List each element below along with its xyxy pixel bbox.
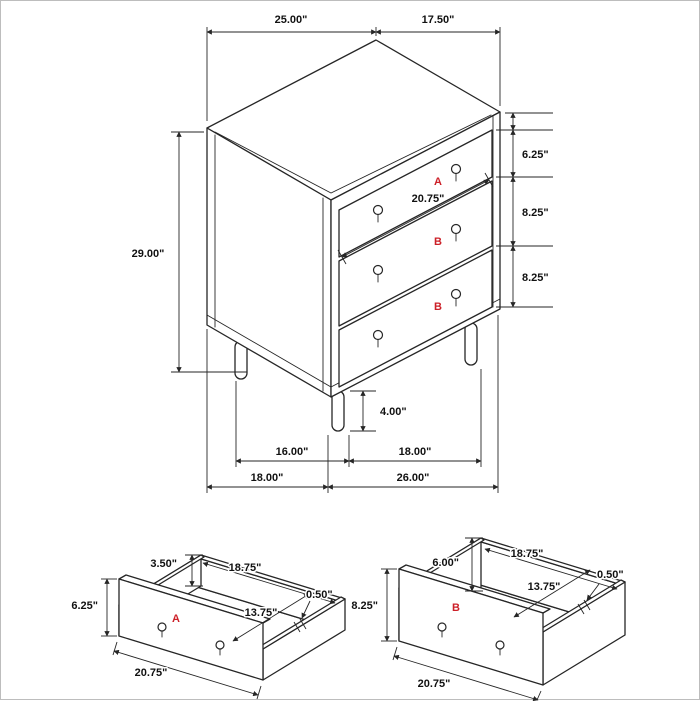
dim-label-top-width: 25.00" [275,14,308,26]
knob-icon [495,640,505,650]
knob-icon [450,288,462,300]
extension-tick [392,646,398,661]
drawer-b-detail-tag: B [452,602,460,614]
extension-tick [299,618,307,630]
dim-line-b-front-width [393,654,539,701]
dim-label-a-front-width: 20.75" [135,667,168,679]
dim-label-a-interior-width: 18.75" [229,562,262,574]
dim-label-height: 29.00" [132,248,165,260]
dim-label-a-panel-thickness: 0.50" [306,589,333,601]
dim-label-a-back-height: 3.50" [150,558,177,570]
dim-line-a-front-width [113,649,259,697]
chest-side-bottom-rail-line [206,314,332,388]
dim-label-top-depth: 17.50" [422,14,455,26]
knob-icon [372,264,384,276]
chest-isometric-view [206,39,501,432]
dim-label-overall-depth: 18.00" [251,472,284,484]
knob-icon [372,204,384,216]
chest-front-left-leg [331,390,345,432]
leader-b-panel-thickness [586,583,600,601]
dim-label-b-front-width: 20.75" [418,678,451,690]
dim-line-b-interior-width [484,547,618,591]
extension-tick [577,603,585,615]
dim-line-a-interior-width [202,561,336,605]
dim-label-overall-width: 26.00" [397,472,430,484]
dim-label-a-front-height: 6.25" [71,600,98,612]
drawer-a-detail-tag: A [172,613,180,625]
chest-drawer-b-bottom-front [338,249,493,388]
dim-label-drawer-width: 20.75" [412,193,445,205]
dim-label-drawer-b2-height: 8.25" [522,272,549,284]
dim-label-a-interior-depth: 13.75" [245,607,278,619]
knob-icon [372,329,384,341]
dim-line-a-interior-depth [232,593,310,642]
leader-a-panel-thickness [301,600,311,619]
knob-icon [450,163,462,175]
chest-front-right-leg [464,322,478,366]
dim-line-drawer-width [341,179,490,258]
extension-tick [583,599,591,611]
dim-label-b-interior-depth: 13.75" [528,581,561,593]
dim-label-b-panel-thickness: 0.50" [597,569,624,581]
knob-icon [450,223,462,235]
drawer-b-detail-view [381,537,626,701]
knob-icon [215,640,225,650]
dim-label-b-back-height: 6.00" [432,557,459,569]
dim-label-b-front-height: 8.25" [351,600,378,612]
dim-label-foot-depth-spacing: 16.00" [276,446,309,458]
chest-dimensions [171,27,553,493]
chest-top-molding-line [214,114,492,194]
dim-label-drawer-b1-height: 8.25" [522,207,549,219]
dimension-labels: 25.00" 17.50" 29.00" 6.25" 8.25" 8.25" 2… [70,13,625,692]
drawer-a-detail-view [101,554,346,700]
drawer-b-bottom-tag: B [434,301,442,313]
knob-icon [437,622,447,632]
drawer-a-tag: A [434,176,442,188]
dim-label-b-interior-width: 18.75" [511,548,544,560]
dim-label-leg-height: 4.00" [380,406,407,418]
extension-tick [536,690,542,701]
drawer-b-middle-tag: B [434,236,442,248]
extension-tick [256,685,262,700]
extension-tick [112,641,118,656]
knob-icon [157,622,167,632]
dim-label-foot-width-spacing: 18.00" [399,446,432,458]
dim-line-b-interior-depth [513,569,591,618]
extension-tick [293,621,301,633]
dim-label-drawer-a-height: 6.25" [522,149,549,161]
